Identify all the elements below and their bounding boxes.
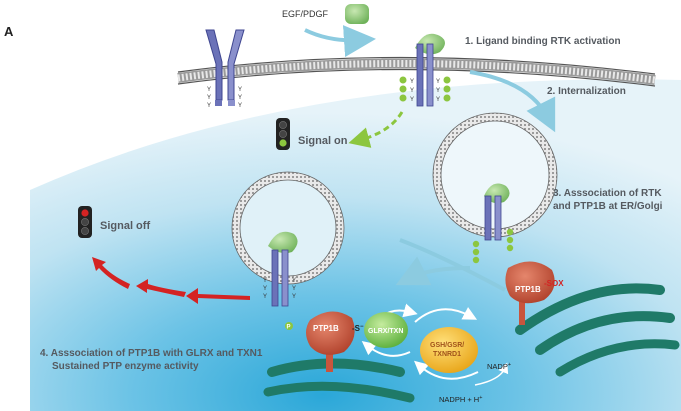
svg-text:Y: Y xyxy=(263,278,267,284)
receptor-vesicle-right xyxy=(484,183,510,241)
gsh-gsr-txnrd1-molecule xyxy=(420,327,478,373)
receptor-inactive xyxy=(205,29,245,106)
svg-text:Y: Y xyxy=(207,103,211,109)
svg-text:Y: Y xyxy=(292,286,296,292)
ligand-binding-arrow xyxy=(304,25,376,58)
panel-letter: A xyxy=(4,24,14,39)
step-4-label-line2: Sustained PTP enzyme activity xyxy=(52,361,199,372)
glrx-txn-molecule xyxy=(364,312,408,348)
signal-off-label: Signal off xyxy=(100,220,150,232)
redox-arrow-2 xyxy=(361,341,411,357)
svg-text:Y: Y xyxy=(436,79,440,85)
phospho-groups-membrane xyxy=(399,76,451,102)
sox-label: -SOX xyxy=(544,279,564,288)
ptp1b-active xyxy=(306,311,355,372)
step-2-label: 2. Internalization xyxy=(547,86,626,97)
nadp-label: NADP+ xyxy=(487,362,511,371)
signal-off-arrows xyxy=(92,257,250,304)
receptor-vesicle-left xyxy=(268,231,298,307)
signal-on-label: Signal on xyxy=(298,135,348,147)
gsh-label-line2: TXNRD1 xyxy=(433,351,461,358)
step-1-label: 1. Ligand binding RTK activation xyxy=(465,36,621,47)
svg-text:Y: Y xyxy=(292,278,296,284)
svg-text:Y: Y xyxy=(436,97,440,103)
ptp1b-bottom-label: PTP1B xyxy=(313,324,339,333)
svg-text:Y: Y xyxy=(410,88,414,94)
thiolate-label: -S− xyxy=(352,324,364,333)
phospho-groups-vesicle xyxy=(472,228,514,264)
svg-text:Y: Y xyxy=(263,286,267,292)
glrx-txn-label: GLRX/TXN xyxy=(368,328,403,335)
svg-text:Y: Y xyxy=(238,103,242,109)
receptor-active-membrane xyxy=(415,33,445,107)
ptp1b-right-label: PTP1B xyxy=(515,285,541,294)
er-golgi-right xyxy=(515,283,680,377)
svg-text:Y: Y xyxy=(238,95,242,101)
phospho-label: P xyxy=(287,325,291,331)
svg-text:Y: Y xyxy=(410,79,414,85)
signal-on-arrow xyxy=(348,111,404,148)
plasma-membrane xyxy=(177,56,656,87)
svg-text:Y: Y xyxy=(436,88,440,94)
redox-arrow-3 xyxy=(414,307,478,323)
nadph-arrow xyxy=(474,362,509,386)
ptp1b-oxidized xyxy=(505,261,555,325)
ligand-label: EGF/PDGF xyxy=(282,9,329,19)
step-4-label-line1: 4. Asssociation of PTP1B with GLRX and T… xyxy=(40,348,263,359)
redox-arrow-4 xyxy=(413,360,479,380)
internalization-arrow xyxy=(469,70,556,133)
gsh-label-line1: GSH/GSR/ xyxy=(430,342,464,349)
phospho-group xyxy=(285,322,293,330)
svg-text:Y: Y xyxy=(263,294,267,300)
step-3-label-line1: 3. Asssociation of RTK xyxy=(553,188,662,199)
step-3-label-line2: and PTP1B at ER/Golgi xyxy=(553,201,663,212)
svg-text:Y: Y xyxy=(410,97,414,103)
svg-text:Y: Y xyxy=(238,87,242,93)
traffic-light-off-icon xyxy=(78,206,92,238)
nadph-label: NADPH + H+ xyxy=(439,395,482,404)
ligand-molecule xyxy=(345,4,369,24)
trafficking-arrow xyxy=(399,238,506,292)
svg-text:Y: Y xyxy=(292,294,296,300)
svg-text:Y: Y xyxy=(207,95,211,101)
svg-text:Y: Y xyxy=(207,87,211,93)
traffic-light-on-icon xyxy=(276,118,290,150)
